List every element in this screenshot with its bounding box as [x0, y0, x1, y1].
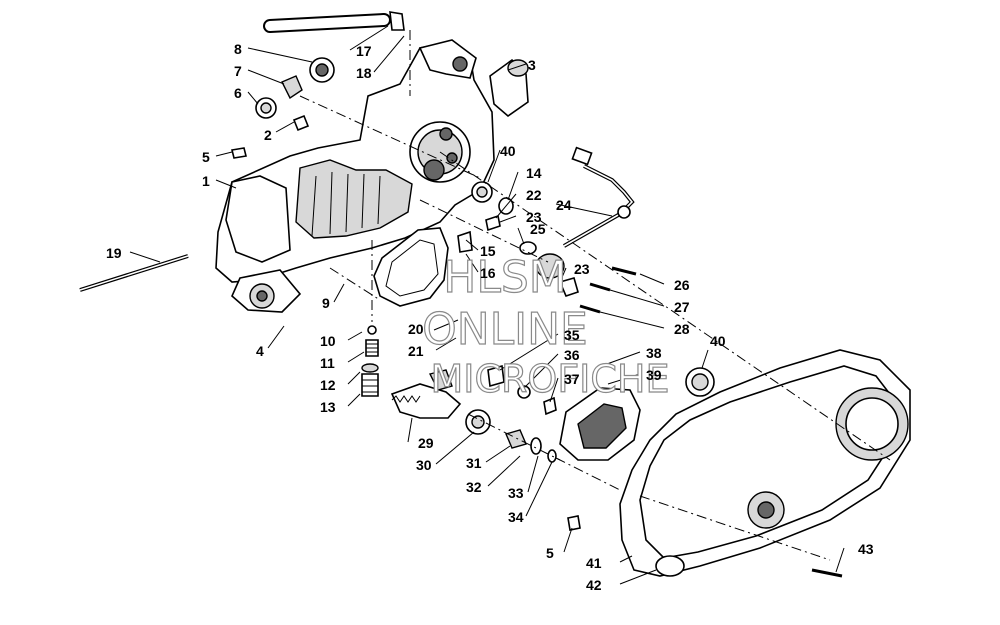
stud-19: [79, 254, 189, 292]
callout-37: 37: [564, 371, 580, 387]
sensor-wire-24: [563, 146, 635, 248]
watermark-line-1: HLSM: [443, 252, 567, 303]
callout-13: 13: [320, 399, 336, 415]
watermark-line-3: MICROFICHE: [430, 357, 669, 401]
callout-6: 6: [234, 85, 242, 101]
callout-14: 14: [526, 165, 542, 181]
callout-10: 10: [320, 333, 336, 349]
callout-16: 16: [480, 265, 496, 281]
kick-shaft-parts: [465, 364, 557, 463]
hose-17: [263, 11, 405, 33]
callout-11: 11: [320, 355, 335, 371]
callout-22: 22: [526, 187, 542, 203]
crankcase-gasket: [373, 227, 449, 307]
callout-5b: 5: [546, 545, 554, 561]
callout-labels: 8 7 6 2 5 1 19 4 9 10 11 12 13 17 18 3 4…: [106, 41, 874, 593]
callout-31: 31: [466, 455, 482, 471]
right-side-small-parts: [457, 181, 579, 297]
callout-23b: 23: [574, 261, 590, 277]
callout-28: 28: [674, 321, 690, 337]
callout-38: 38: [646, 345, 662, 361]
callout-5: 5: [202, 149, 210, 165]
callout-29: 29: [418, 435, 434, 451]
cover-plate-37: [559, 387, 641, 461]
callout-23: 23: [526, 209, 542, 225]
callout-21: 21: [408, 343, 424, 359]
leader-lines: [129, 25, 845, 585]
callout-35: 35: [564, 327, 580, 343]
callout-15: 15: [480, 243, 496, 259]
callout-17: 17: [356, 43, 372, 59]
callout-30: 30: [416, 457, 432, 473]
alignment-lines: [299, 30, 891, 561]
watermark: HLSM ONLINE MICROFICHE: [422, 251, 671, 401]
callout-7: 7: [234, 63, 242, 79]
callout-8: 8: [234, 41, 242, 57]
seals-and-bearings-upper: [231, 57, 335, 159]
callout-27: 27: [674, 299, 690, 315]
callout-20: 20: [408, 321, 424, 337]
bolts-26-28: [579, 266, 637, 314]
callout-40: 40: [500, 143, 516, 159]
callout-26: 26: [674, 277, 690, 293]
callout-3: 3: [528, 57, 536, 73]
callout-33: 33: [508, 485, 524, 501]
callout-32: 32: [466, 479, 482, 495]
callout-12: 12: [320, 377, 336, 393]
watermark-line-2: ONLINE: [422, 304, 588, 355]
bushing-3: [489, 58, 529, 118]
callout-4: 4: [256, 343, 264, 359]
callout-43: 43: [858, 541, 874, 557]
kick-starter-gear-29: [390, 369, 462, 419]
callout-2: 2: [264, 127, 272, 143]
callout-34: 34: [508, 509, 524, 525]
callout-39: 39: [646, 367, 662, 383]
clutch-cover-assembly: [567, 349, 911, 578]
callout-40b: 40: [710, 333, 726, 349]
callout-25: 25: [530, 221, 546, 237]
callout-42: 42: [586, 577, 602, 593]
callout-36: 36: [564, 347, 580, 363]
spring-and-plunger: [361, 325, 379, 397]
callout-41: 41: [586, 555, 602, 571]
callout-18: 18: [356, 65, 372, 81]
callout-24: 24: [556, 197, 572, 213]
callout-1: 1: [202, 173, 210, 189]
callout-19: 19: [106, 245, 122, 261]
callout-9: 9: [322, 295, 330, 311]
